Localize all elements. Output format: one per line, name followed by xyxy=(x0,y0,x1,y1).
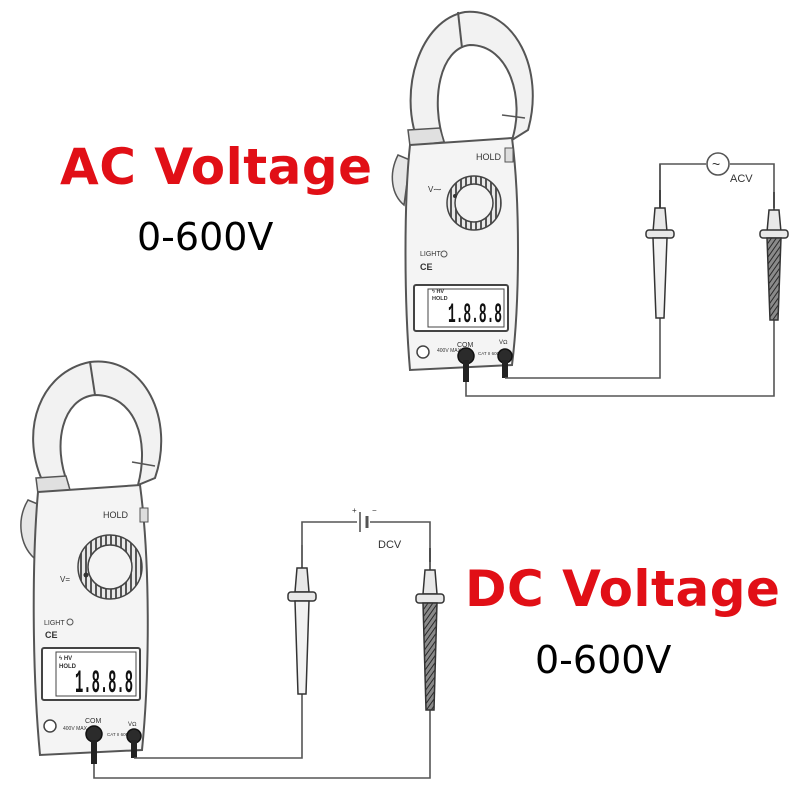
lcd-flag-hv: ϟ HV xyxy=(432,289,444,295)
rotary-dial xyxy=(77,534,143,600)
com-label: COM xyxy=(457,342,474,349)
ac-probe-red xyxy=(759,192,789,321)
vo-label: VΩ xyxy=(499,340,508,346)
ac-voltage-range: 0-600V xyxy=(137,215,274,259)
warn-left: 400V MAX xyxy=(63,726,88,732)
lcd-digits: 1.8.8.8 xyxy=(75,665,133,702)
lcd-flag-hv: ϟ HV xyxy=(59,656,72,662)
ac-probe-black xyxy=(645,190,675,319)
lcd-flag-hold: HOLD xyxy=(432,296,448,302)
v-plug xyxy=(502,360,508,378)
light-button xyxy=(66,618,74,626)
clamp-jaw xyxy=(407,10,534,147)
jack-a xyxy=(416,345,430,359)
dial-mark: V⁓ xyxy=(428,185,441,194)
lcd-digits: 1.8.8.8 xyxy=(448,300,502,331)
v-plug xyxy=(131,740,137,758)
hold-button xyxy=(504,147,514,163)
hold-label: HOLD xyxy=(476,152,502,162)
light-label: LIGHT xyxy=(420,251,441,258)
com-plug xyxy=(91,740,97,764)
ce-mark: CE xyxy=(45,630,58,640)
dc-clamp-meter: HOLD V= LIGHT CE ϟ HV HOLD 1.8.8.8 400V … xyxy=(20,360,163,764)
ac-symbol: ~ xyxy=(712,156,720,172)
clamp-trigger xyxy=(391,154,411,207)
lcd-flag-hold: HOLD xyxy=(59,664,77,670)
light-button xyxy=(440,250,448,258)
battery-plus: + xyxy=(352,506,357,515)
ac-source: ~ xyxy=(706,152,730,176)
rotary-dial xyxy=(446,175,502,231)
dcv-label: DCV xyxy=(378,539,402,551)
warn-left: 400V MAX xyxy=(437,348,462,354)
jack-a xyxy=(43,719,57,733)
cat-rating: CAT II 600V xyxy=(478,351,502,356)
ac-voltage-title: AC Voltage xyxy=(60,138,373,196)
cat-rating: CAT II 600V xyxy=(107,732,131,737)
vo-label: VΩ xyxy=(128,722,137,728)
light-label: LIGHT xyxy=(44,620,65,627)
dc-probe-black xyxy=(287,545,317,695)
com-jack xyxy=(85,725,103,743)
ac-clamp-meter: HOLD V⁓ LIGHT CE ϟ HV HOLD 1.8.8.8 400V … xyxy=(391,10,534,382)
battery-minus: − xyxy=(372,506,377,515)
ce-mark: CE xyxy=(420,262,433,272)
com-label: COM xyxy=(85,718,102,725)
clamp-jaw xyxy=(32,360,163,495)
dc-voltage-range: 0-600V xyxy=(535,638,672,682)
dc-battery-source: + − xyxy=(352,506,377,532)
dial-mark: V= xyxy=(60,575,70,584)
hold-label: HOLD xyxy=(103,510,129,520)
com-plug xyxy=(463,360,469,382)
dc-voltage-title: DC Voltage xyxy=(465,560,781,618)
acv-label: ACV xyxy=(730,173,753,185)
dc-probe-red xyxy=(415,548,445,711)
hold-button xyxy=(139,507,149,523)
